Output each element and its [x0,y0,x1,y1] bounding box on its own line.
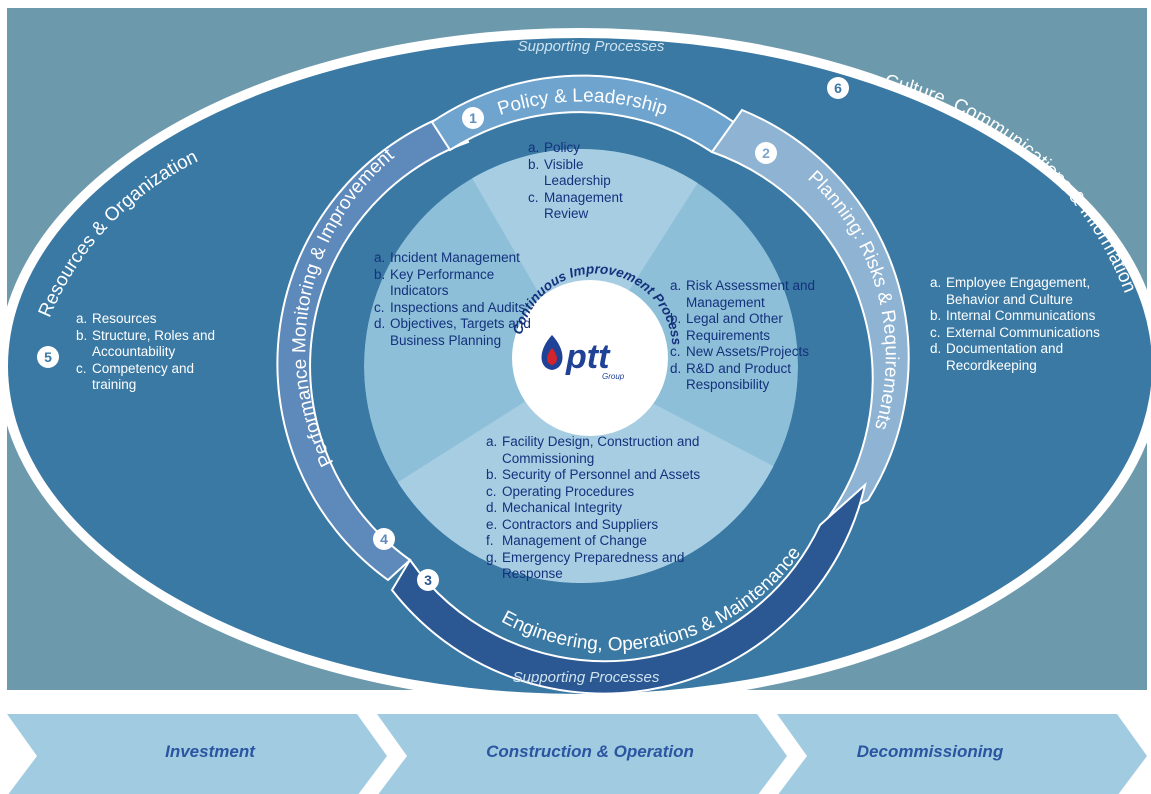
list-item: a.Resources [76,311,157,326]
logo-subtext: Group [602,372,625,381]
svg-text:4: 4 [380,531,388,547]
list-item: c.New Assets/Projects [670,344,810,359]
list-item: a.Facility Design, Construction and Comm… [486,434,700,466]
badge-6: 6 [827,77,849,99]
list-culture: a.Employee Engagement, Behavior and Cult… [930,275,1100,374]
list-item: f.Management of Change [486,533,647,548]
ring-segment-performance [276,110,470,582]
list-engineering: a.Facility Design, Construction and Comm… [486,434,746,583]
list-policy-leadership: a.Policy b.Visible Leadership c.Manageme… [528,140,653,223]
list-item: a.Policy [528,140,581,155]
badge-3: 3 [417,569,439,591]
list-item: b.Legal and Other Requirements [670,311,783,343]
wedge-policy [450,149,725,366]
list-item: d.Mechanical Integrity [486,500,623,515]
chevron-construction [377,714,787,794]
lifecycle-investment-label: Investment [165,742,255,761]
list-item: c.Competency and training [76,360,195,393]
list-item: a.Incident Management [374,250,520,265]
chevron-decommissioning [777,714,1147,794]
svg-text:1: 1 [469,110,477,126]
svg-text:2: 2 [762,145,770,161]
list-item: e.Contractors and Suppliers [486,516,659,532]
logo-text: ptt [565,338,611,376]
svg-text:6: 6 [834,80,842,96]
list-item: c.External Communications [930,324,1100,340]
list-item: b.Internal Communications [930,308,1096,323]
badge-5: 5 [37,346,59,368]
center-circle [512,280,668,436]
list-item: c.Inspections and Audits [374,299,526,315]
lifecycle-construction-label: Construction & Operation [486,742,694,761]
list-item: d.Documentation and Recordkeeping [930,341,1064,373]
ptt-logo: ptt Group [541,335,625,381]
list-item: a.Risk Assessment and Management [670,278,816,310]
list-performance: a.Incident Management b.Key Performance … [374,250,534,349]
supporting-processes-top: Supporting Processes [518,38,665,55]
supporting-processes-bottom: Supporting Processes [513,669,660,686]
list-planning: a.Risk Assessment and Management b.Legal… [670,278,840,394]
list-item: g.Emergency Preparedness and Response [486,549,685,582]
list-item: a.Employee Engagement, Behavior and Cult… [930,275,1091,307]
list-item: c.Operating Procedures [486,483,635,499]
svg-text:5: 5 [44,349,52,365]
list-item: d.Objectives, Targets and Business Plann… [374,316,531,348]
lifecycle-bar [7,714,1147,794]
list-resources: a.Resources b.Structure, Roles and Accou… [76,311,236,394]
list-item: b.Structure, Roles and Accountability [76,327,216,360]
list-item: b.Security of Personnel and Assets [486,467,701,482]
list-item: c.Management Review [528,189,623,222]
svg-text:3: 3 [424,572,432,588]
ring-segment-engineering [390,482,867,695]
badge-2: 2 [755,142,777,164]
list-item: b.Key Performance Indicators [374,266,495,299]
lifecycle-decommissioning-label: Decommissioning [856,742,1004,761]
badge-4: 4 [373,528,395,550]
badge-1: 1 [462,107,484,129]
flame-inner-icon [547,348,557,365]
list-item: d.R&D and Product Responsibility [670,360,792,393]
list-item: b.Visible Leadership [528,156,611,189]
chevron-investment [7,714,387,794]
